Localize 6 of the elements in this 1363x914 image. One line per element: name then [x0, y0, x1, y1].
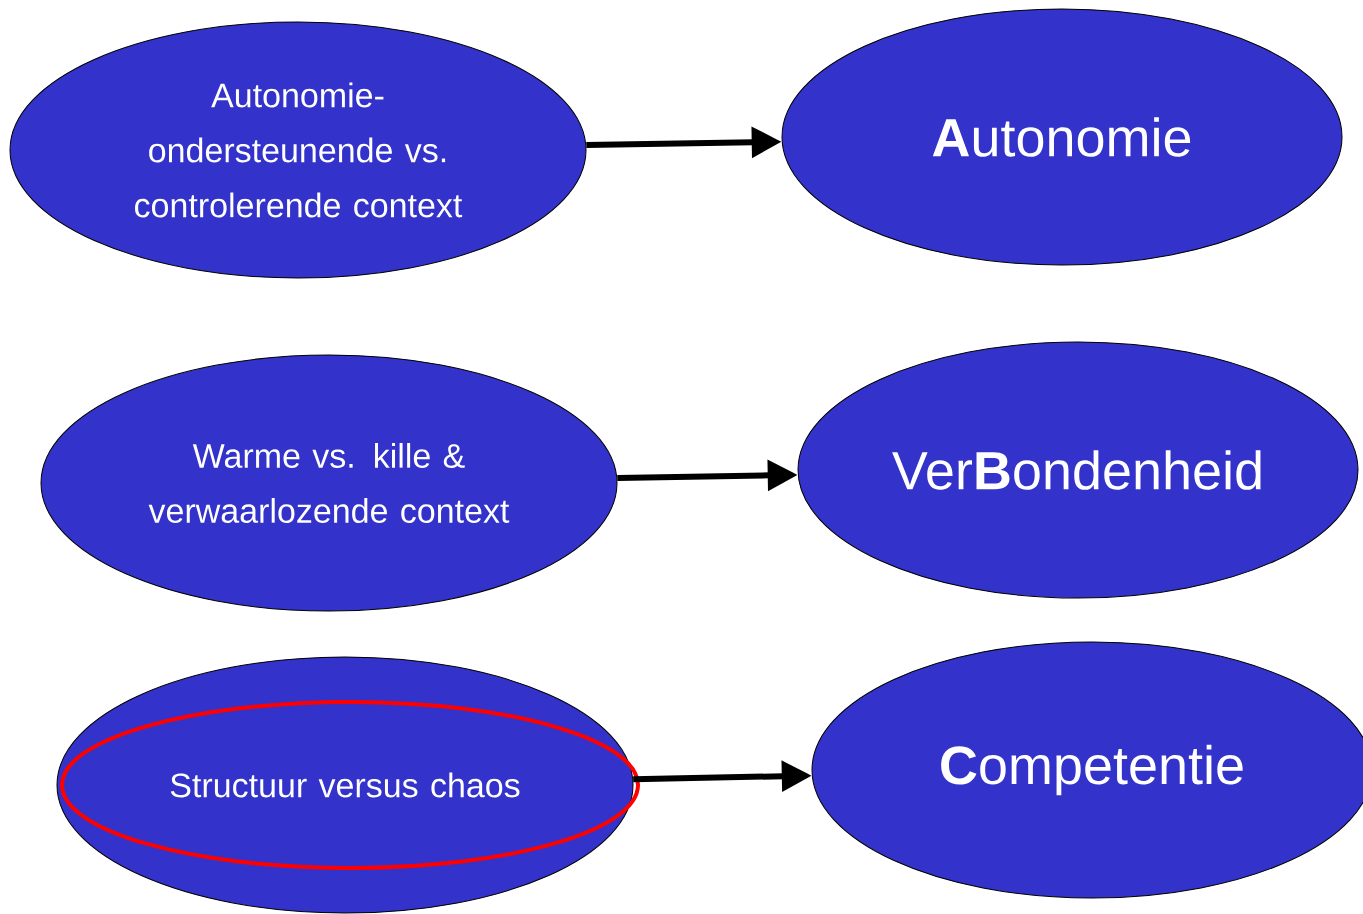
ellipse-node: Competentie: [811, 641, 1363, 899]
ellipse-node: Autonomie: [781, 8, 1343, 266]
ellipse-node: Warme vs. kille & verwaarlozende context: [40, 354, 618, 612]
ellipse-node: Autonomie- ondersteunende vs. controlerende context: [9, 21, 587, 279]
ellipse-node: VerBondenheid: [797, 341, 1359, 599]
ellipse-node: Structuur versus chaos: [56, 656, 634, 914]
